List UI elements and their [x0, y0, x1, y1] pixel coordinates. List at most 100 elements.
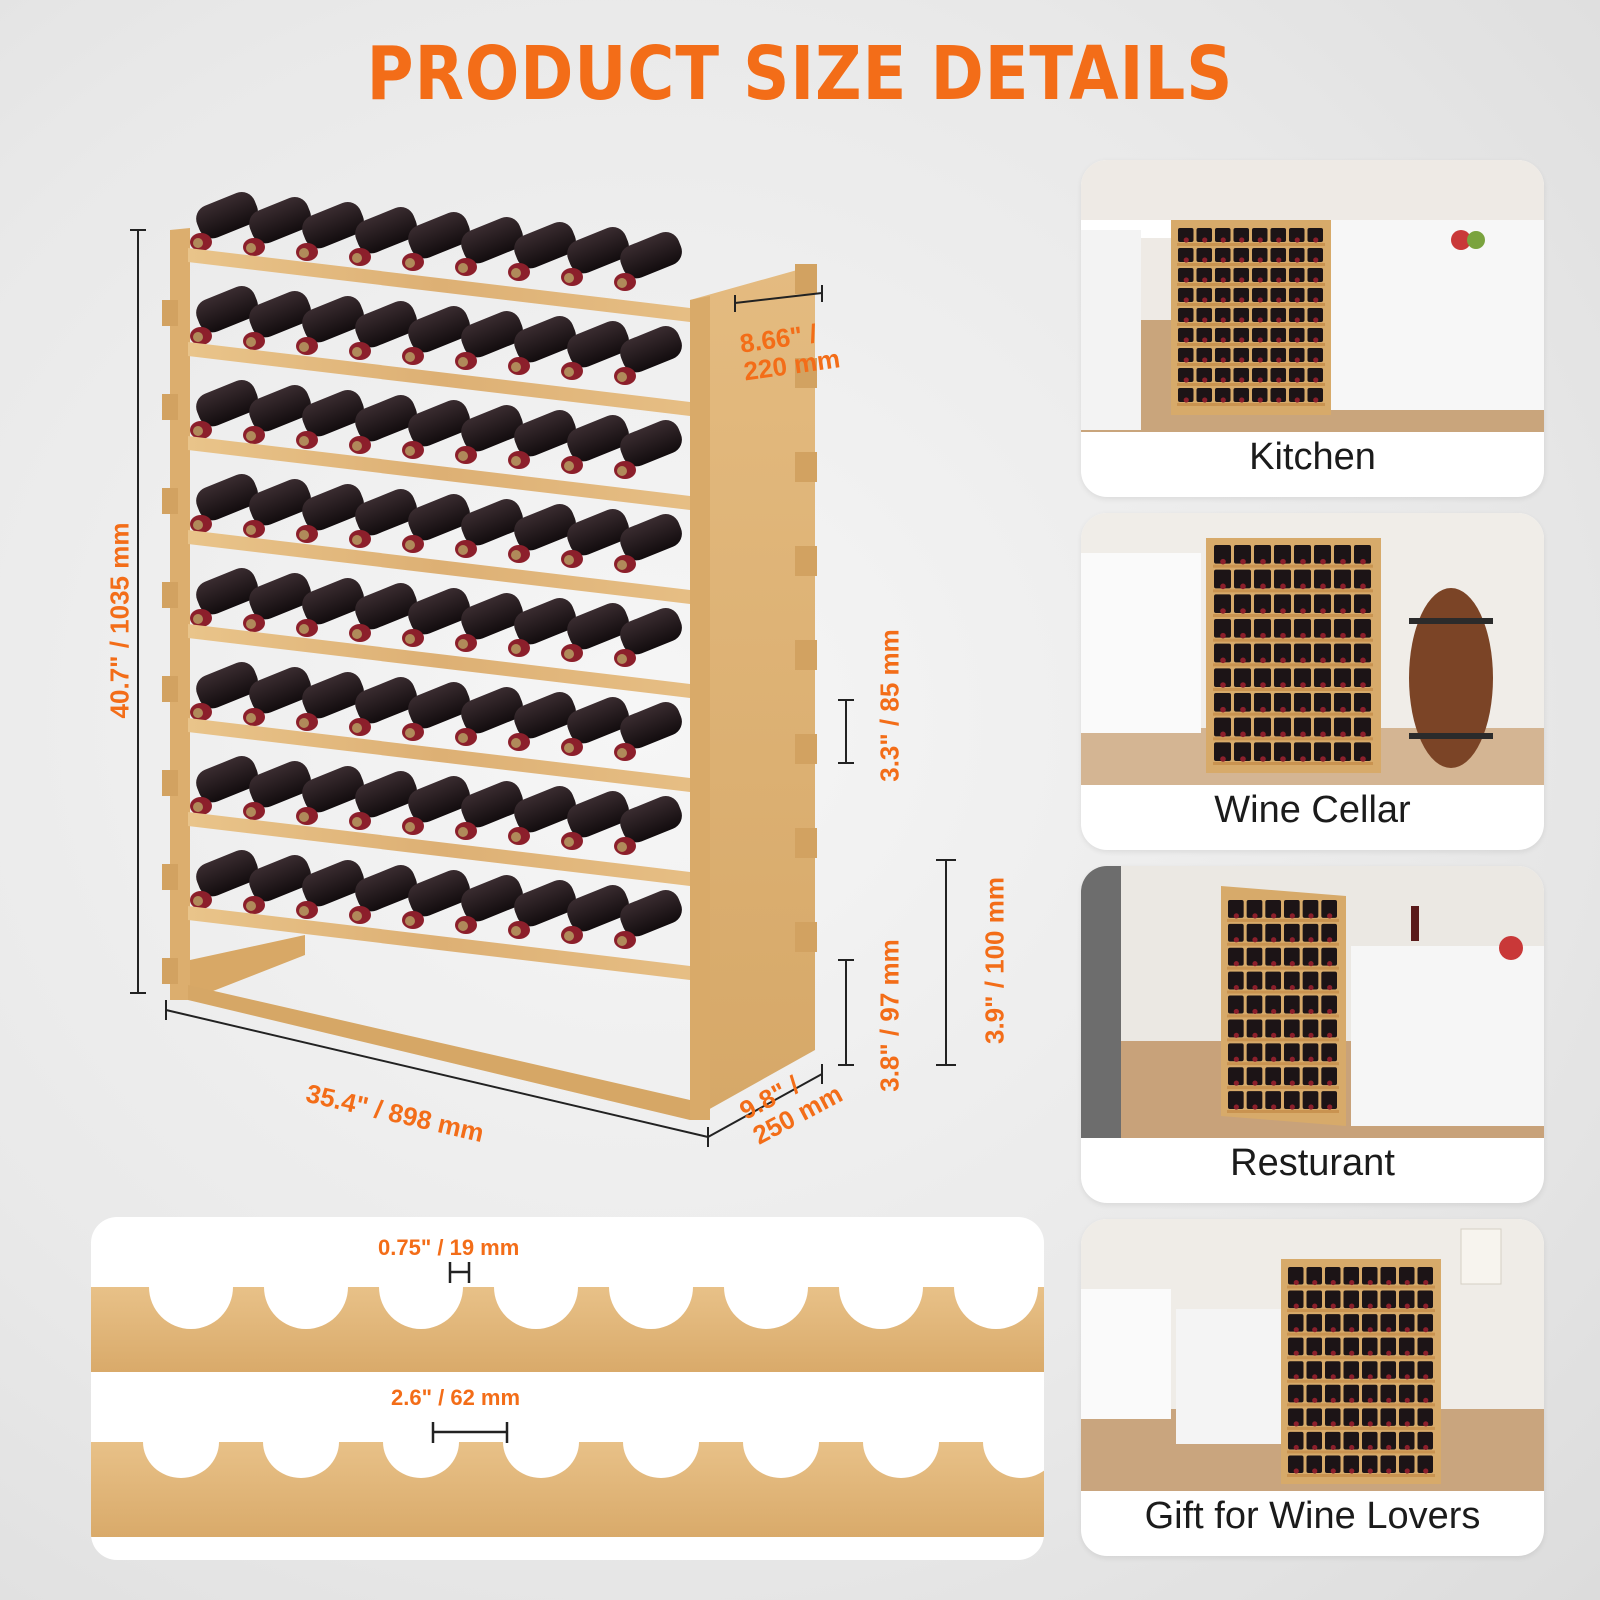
shelf-rail: [188, 624, 690, 698]
bottom-height-label: 3.9" / 100 mm: [979, 877, 1010, 1044]
rack-left-post: [170, 228, 190, 1000]
slat-thickness-label: 0.75" / 19 mm: [378, 1235, 520, 1260]
bottle: [455, 687, 523, 746]
bottle: [455, 781, 523, 840]
scene-label-kitchen: Kitchen: [1249, 436, 1376, 478]
scene-label-gift: Gift for Wine Lovers: [1144, 1495, 1481, 1537]
shelf-joint: [795, 828, 817, 858]
bottle: [190, 192, 258, 251]
scene-card-resturant: Resturant: [1081, 866, 1544, 1203]
scene-card-wine-cellar: Wine Cellar: [1081, 513, 1544, 850]
bottle: [455, 405, 523, 464]
bottle: [508, 410, 576, 469]
bottle: [349, 207, 417, 266]
bottle: [349, 301, 417, 360]
bottle: [508, 222, 576, 281]
bottle: [614, 232, 682, 291]
bottle: [614, 796, 682, 855]
bottle: [243, 479, 311, 538]
dimension-lines: [130, 229, 956, 1147]
bottle: [402, 682, 470, 741]
shelf-joint: [795, 922, 817, 952]
bottle: [243, 761, 311, 820]
bottle: [243, 291, 311, 350]
shelf-rail: [188, 906, 690, 980]
bottle: [296, 484, 364, 543]
bottle: [508, 598, 576, 657]
page-title: PRODUCT SIZE DETAILS: [366, 32, 1234, 118]
bottle: [402, 212, 470, 271]
bottle: [349, 771, 417, 830]
shelf-joint: [795, 734, 817, 764]
bottle: [402, 494, 470, 553]
shelf-rail: [188, 530, 690, 604]
bottle: [296, 766, 364, 825]
bottle: [614, 890, 682, 949]
wine-cellar-photo: [1081, 513, 1544, 785]
bottle: [402, 776, 470, 835]
shelf-joint: [795, 264, 817, 294]
bottle: [508, 692, 576, 751]
shelf-joint: [795, 452, 817, 482]
bottle: [349, 677, 417, 736]
bottle: [455, 499, 523, 558]
bottle: [349, 583, 417, 642]
bottle: [561, 885, 629, 944]
bottle: [508, 786, 576, 845]
bottle: [561, 791, 629, 850]
shelf-joint: [795, 358, 817, 388]
bottle: [243, 855, 311, 914]
bottle: [402, 870, 470, 929]
bottle: [243, 385, 311, 444]
slats-illustration: [91, 1262, 1044, 1537]
scene-label-wine-cellar: Wine Cellar: [1214, 789, 1411, 831]
bottle: [190, 850, 258, 909]
bottle: [243, 197, 311, 256]
bottle: [349, 395, 417, 454]
bottle: [455, 875, 523, 934]
shelf-rail: [188, 248, 690, 322]
shelf-rail: [188, 342, 690, 416]
bottle: [614, 514, 682, 573]
bottle: [296, 296, 364, 355]
bottle: [296, 672, 364, 731]
slat-top: [91, 1287, 1044, 1372]
height-label: 40.7" / 1035 mm: [104, 522, 135, 719]
slat-notch-label: 2.6" / 62 mm: [391, 1385, 521, 1410]
bottle: [190, 474, 258, 533]
bottle: [508, 880, 576, 939]
rack-side-panel: [690, 265, 815, 1120]
bottle: [296, 578, 364, 637]
gift-photo: [1081, 1219, 1544, 1491]
bottle: [561, 509, 629, 568]
bottle: [455, 311, 523, 370]
bottle: [296, 860, 364, 919]
bottle: [561, 697, 629, 756]
bottle: [296, 202, 364, 261]
bottle: [561, 603, 629, 662]
bottle: [455, 217, 523, 276]
bottle: [561, 227, 629, 286]
bottle: [190, 380, 258, 439]
top-depth-label: 8.66" / 220 mm: [738, 317, 842, 386]
rack-front-post: [690, 296, 710, 1120]
shelf-joint: [795, 546, 817, 576]
bottle: [614, 608, 682, 667]
bottle: [349, 865, 417, 924]
bottle: [349, 489, 417, 548]
bottle: [243, 573, 311, 632]
bottle: [402, 588, 470, 647]
resturant-photo: [1081, 866, 1544, 1138]
bottle: [508, 316, 576, 375]
wine-rack-illustration: [130, 192, 956, 1147]
bottle: [243, 667, 311, 726]
bottle: [508, 504, 576, 563]
kitchen-photo: [1081, 160, 1544, 432]
bottle: [561, 415, 629, 474]
scene-card-gift: Gift for Wine Lovers: [1081, 1219, 1544, 1556]
slats-detail-card: 0.75" / 19 mm 2.6" / 62 mm: [91, 1217, 1044, 1560]
bottle: [190, 756, 258, 815]
bottle: [402, 306, 470, 365]
bottle: [402, 400, 470, 459]
bottle: [455, 593, 523, 652]
